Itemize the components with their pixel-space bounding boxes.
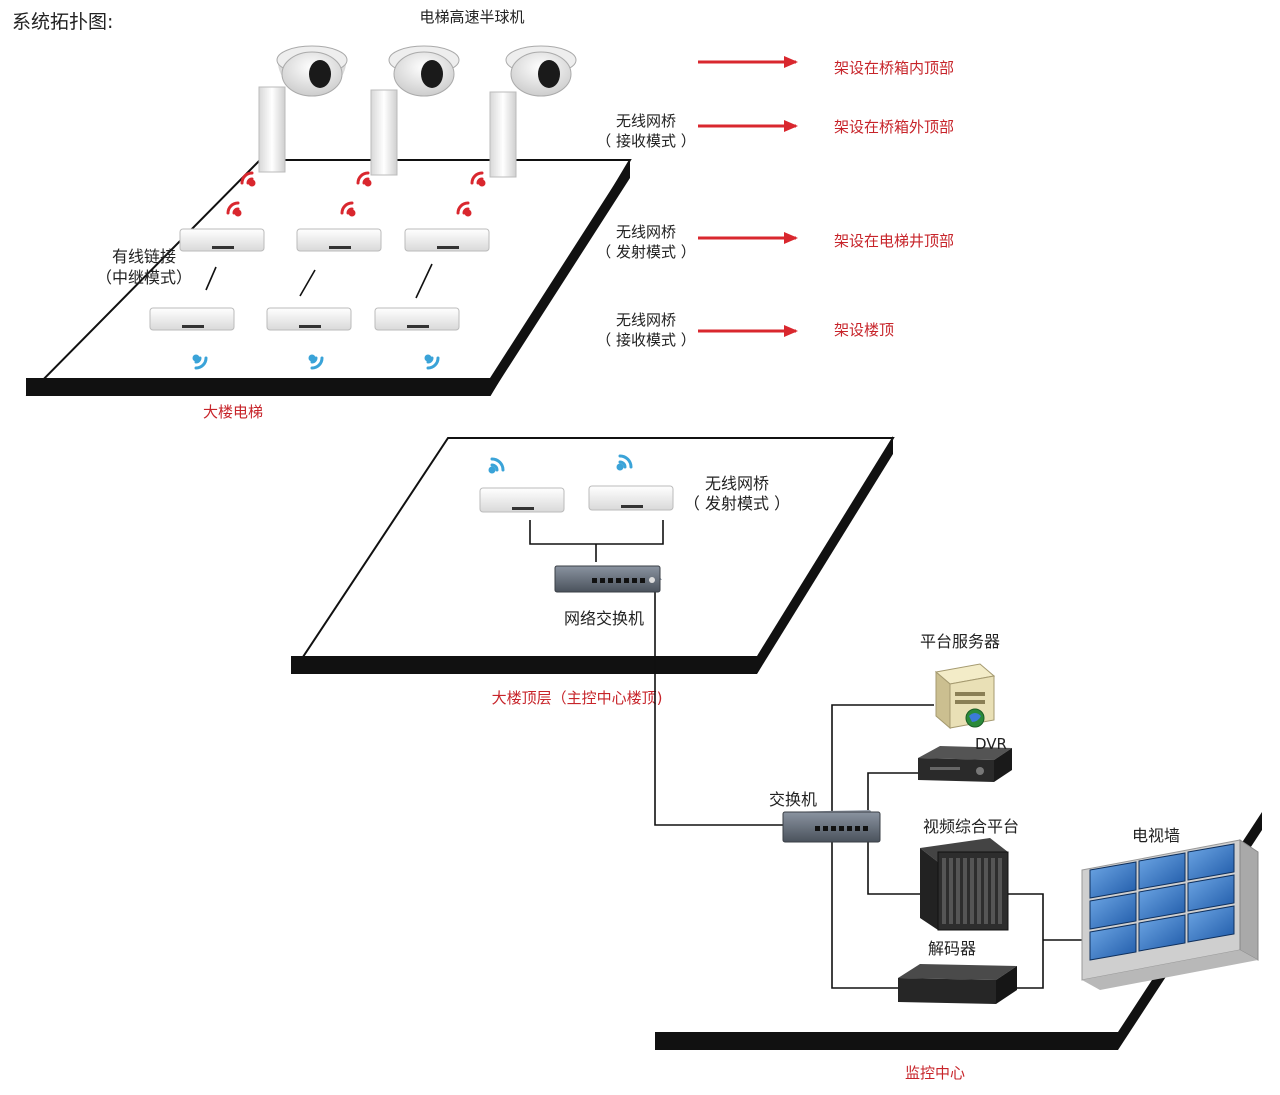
wireless-bridge-icon <box>489 91 517 178</box>
wifi-signal-icon <box>192 354 208 370</box>
legend-right-3: 架设在电梯井顶部 <box>834 232 954 250</box>
tv-wall-icon <box>1081 839 1259 990</box>
rooftop-bridge-label-2: （ 发射模式 ） <box>684 494 790 513</box>
center-links <box>831 704 1082 989</box>
rooftop-platform <box>291 436 895 674</box>
rooftop-zone-label: 大楼顶层（主控中心楼顶) <box>492 689 663 707</box>
dome-camera-icon <box>276 45 348 97</box>
lower-bridges <box>149 307 460 331</box>
video-platform-label: 视频综合平台 <box>923 817 1019 836</box>
wifi-signal-icon <box>616 454 633 471</box>
wired-label-line2: （中继模式） <box>96 268 192 287</box>
diagram-title: 系统拓扑图: <box>12 11 113 33</box>
wifi-signal-icon <box>488 457 505 474</box>
legend-left-4a: 无线网桥 <box>616 311 676 329</box>
rooftop-bridges <box>479 485 674 513</box>
legend-left-2b: （ 接收模式 ） <box>596 132 696 150</box>
center-switch-label: 交换机 <box>769 790 817 809</box>
wireless-bridge-icon <box>296 228 382 252</box>
wired-label-line1: 有线链接 <box>112 247 176 266</box>
legend-left-2a: 无线网桥 <box>616 112 676 130</box>
network-switch-icon <box>782 810 881 843</box>
legend-right-1: 架设在桥箱内顶部 <box>834 59 954 77</box>
wifi-signal-icon <box>308 354 324 370</box>
legend-right-2: 架设在桥箱外顶部 <box>834 118 954 136</box>
wireless-bridge-icon <box>258 86 286 173</box>
server-label: 平台服务器 <box>920 632 1000 651</box>
rooftop-links <box>529 520 783 826</box>
server-icon <box>934 663 996 730</box>
wireless-bridge-icon <box>266 307 352 331</box>
legend: 架设在桥箱内顶部 无线网桥 （ 接收模式 ） 架设在桥箱外顶部 无线网桥 （ 发… <box>596 56 954 349</box>
wireless-bridge-icon <box>179 228 265 252</box>
decoder-label: 解码器 <box>928 939 976 958</box>
video-platform-icon <box>920 838 1009 931</box>
dvr-label: DVR <box>975 735 1007 753</box>
wifi-signal-icon <box>226 201 242 217</box>
wifi-signal-icon <box>456 201 472 217</box>
rooftop-signals <box>488 454 633 474</box>
wifi-signal-icon <box>340 201 356 217</box>
wireless-bridge-icon <box>479 487 565 513</box>
wireless-bridge-icon <box>588 485 674 511</box>
legend-left-3a: 无线网桥 <box>616 223 676 241</box>
blue-signals <box>192 354 440 370</box>
wifi-signal-icon <box>356 171 372 187</box>
wireless-bridge-icon <box>374 307 460 331</box>
dome-camera-icon <box>388 45 460 97</box>
tvwall-label: 电视墙 <box>1132 826 1180 845</box>
wired-links <box>205 263 433 299</box>
dome-camera-label: 电梯高速半球机 <box>419 8 524 26</box>
wifi-signal-icon <box>470 171 486 187</box>
wireless-bridge-icon <box>149 307 235 331</box>
dvr-icon <box>918 746 1012 782</box>
red-signals <box>226 171 486 217</box>
legend-left-3b: （ 发射模式 ） <box>596 243 696 261</box>
network-switch-icon <box>554 565 662 593</box>
rooftop-bridge-label-1: 无线网桥 <box>705 474 769 493</box>
upper-bridges <box>179 228 490 252</box>
wireless-bridge-icon <box>404 228 490 252</box>
legend-right-4: 架设楼顶 <box>834 321 894 339</box>
wifi-signal-icon <box>240 171 256 187</box>
wireless-bridge-icon <box>370 89 398 176</box>
dome-cameras <box>258 45 577 178</box>
legend-left-4b: （ 接收模式 ） <box>596 331 696 349</box>
rooftop-switch-label: 网络交换机 <box>564 609 644 628</box>
monitor-zone-label: 监控中心 <box>905 1064 965 1082</box>
elevator-zone-label: 大楼电梯 <box>203 403 263 421</box>
decoder-icon <box>898 964 1017 1004</box>
wifi-signal-icon <box>424 354 440 370</box>
dome-camera-icon <box>505 45 577 97</box>
